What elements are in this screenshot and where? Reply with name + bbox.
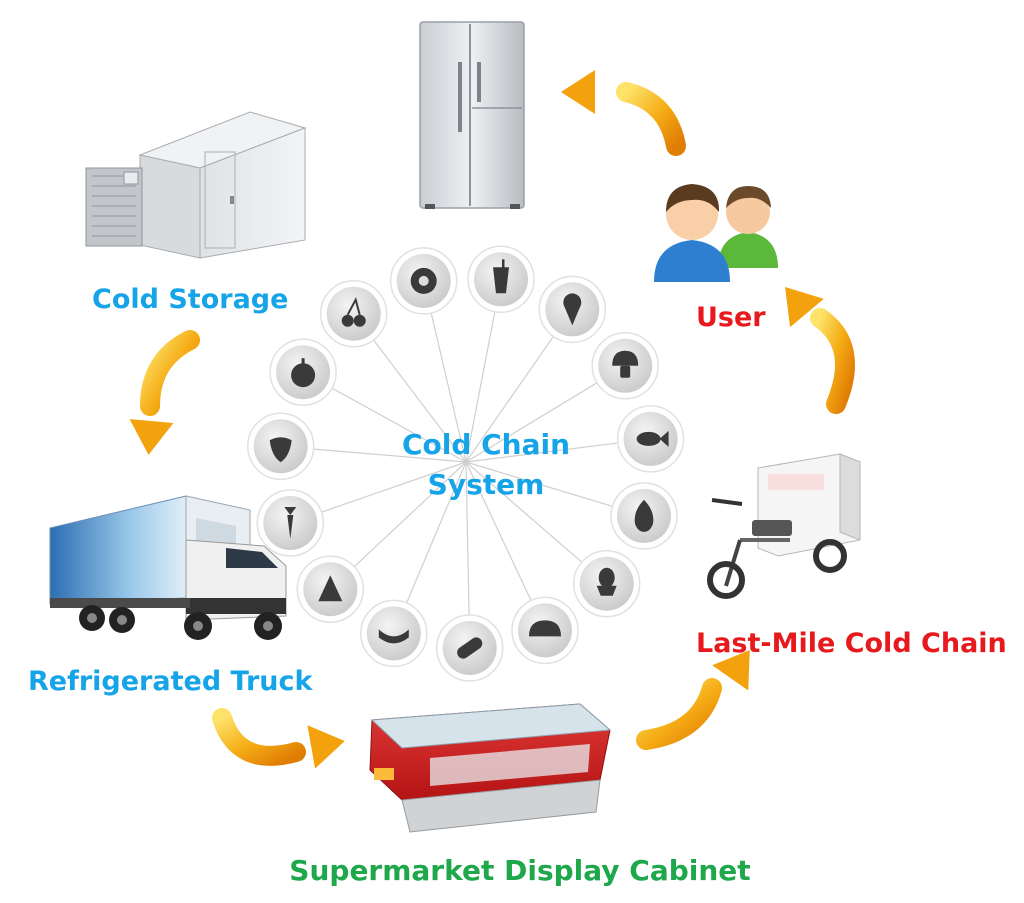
strawberry-icon (246, 412, 315, 481)
medicine-icon (435, 614, 504, 682)
pizza-icon (296, 555, 365, 623)
arrow-truck-to-cabinet (212, 708, 345, 769)
center-title-line1: Cold Chain (402, 428, 570, 461)
refrigerated-truck-image (49, 495, 287, 640)
refrigerator-image (419, 21, 525, 209)
bread-icon (511, 596, 579, 665)
label-last-mile: Last-Mile Cold Chain (696, 628, 1007, 659)
label-cold-storage: Cold Storage (92, 284, 288, 315)
fish-icon (616, 405, 685, 473)
display-cabinet-image (369, 703, 612, 833)
apple-icon (269, 338, 337, 406)
ice-cream-icon (538, 275, 607, 344)
users-image (654, 184, 778, 282)
product-icons-ring (246, 245, 685, 682)
arrow-storage-to-truck (129, 330, 200, 455)
flow-arrows (129, 70, 855, 769)
tricycle-image (707, 453, 861, 599)
meat-icon (610, 482, 678, 550)
label-refrigerated-truck: Refrigerated Truck (28, 666, 314, 697)
mushroom-icon (591, 332, 659, 400)
drink-icon (467, 245, 535, 314)
egg-icon (572, 549, 641, 618)
center-title-line2: System (428, 468, 545, 501)
cold-storage-image (85, 111, 307, 259)
arrow-last-mile-to-user (785, 286, 855, 414)
kiwi-icon (389, 247, 458, 315)
sausage-icon (360, 599, 428, 668)
arrow-cabinet-to-last-mile (636, 650, 750, 750)
label-display-cabinet: Supermarket Display Cabinet (289, 854, 750, 887)
carrot-icon (256, 489, 325, 557)
cherry-icon (319, 279, 388, 348)
arrow-user-to-fridge (561, 70, 686, 156)
label-user: User (696, 302, 766, 333)
